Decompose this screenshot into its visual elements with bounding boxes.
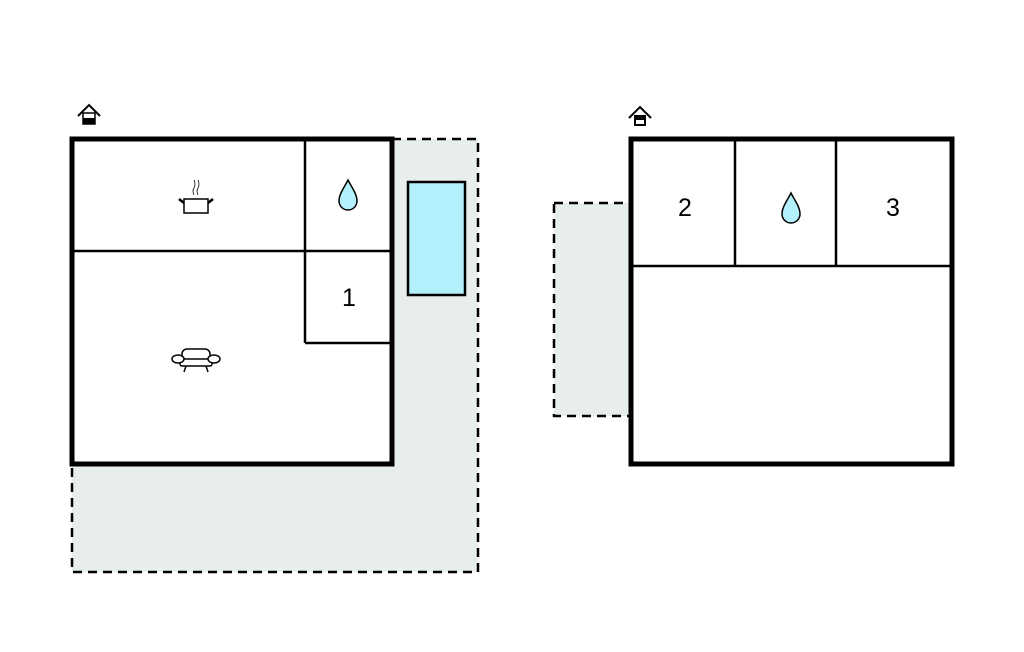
sofa-icon — [171, 348, 221, 373]
upper-floor-outline — [628, 136, 955, 467]
water-drop-icon — [781, 191, 801, 224]
room-label: 1 — [342, 284, 356, 312]
house-upper-floor-icon — [628, 105, 652, 126]
water-drop-icon — [338, 178, 358, 211]
ground-floor-outline — [69, 136, 395, 467]
cooking-pot-icon — [178, 179, 214, 214]
room-label: 3 — [886, 194, 900, 222]
balcony — [552, 201, 633, 418]
pool — [406, 180, 467, 297]
ground-floor: 1 — [69, 103, 480, 574]
room-label: 2 — [678, 194, 692, 222]
house-ground-floor-icon — [77, 103, 101, 125]
upper-floor: 2 3 — [552, 105, 955, 467]
